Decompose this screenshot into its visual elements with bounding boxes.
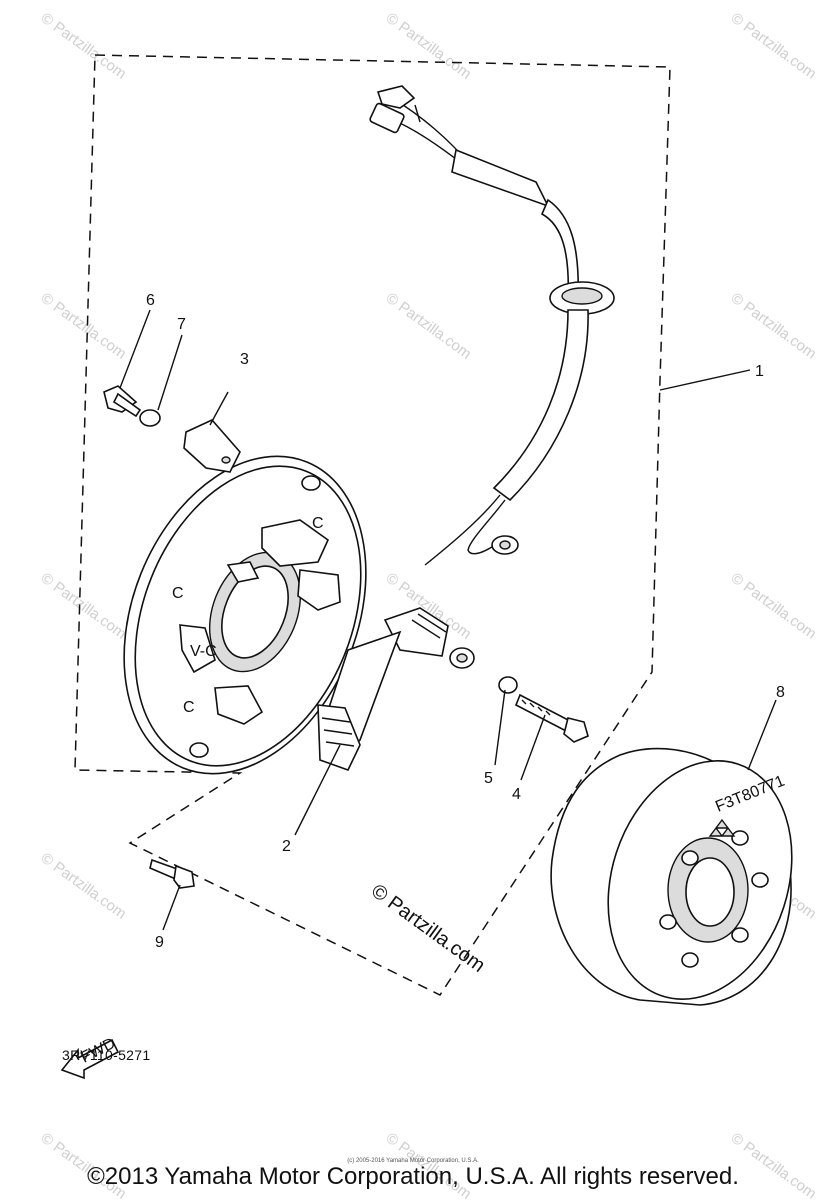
watermark: © Partzilla.com bbox=[383, 9, 475, 82]
callout-7: 7 bbox=[177, 316, 186, 333]
wire-sleeve bbox=[451, 148, 550, 208]
assembly-boundary bbox=[74, 54, 671, 996]
watermark: © Partzilla.com bbox=[38, 9, 130, 82]
callout-5: 5 bbox=[484, 770, 493, 787]
stator-marking: C bbox=[172, 585, 184, 602]
rotor: F3T80771 bbox=[550, 747, 793, 1006]
mount-hole-top bbox=[301, 475, 321, 491]
wire-harness bbox=[369, 85, 615, 566]
copyright: ©2013 Yamaha Motor Corporation, U.S.A. A… bbox=[87, 1163, 739, 1190]
callout-9: 9 bbox=[155, 934, 164, 951]
leader-lines bbox=[119, 309, 777, 931]
watermark: © Partzilla.com bbox=[38, 849, 130, 922]
stator-marking: C bbox=[312, 515, 324, 532]
connector-block bbox=[369, 102, 405, 134]
callout-2: 2 bbox=[282, 838, 291, 855]
watermark: © Partzilla.com bbox=[383, 289, 475, 362]
copyright-small: (c) 2005-2016 Yamaha Motor Corporation, … bbox=[347, 1158, 479, 1164]
mount-hole-bottom bbox=[189, 742, 209, 758]
clamp-3 bbox=[183, 419, 241, 473]
diagram-code: 3RV110-5271 bbox=[62, 1047, 151, 1063]
callout-4: 4 bbox=[512, 786, 521, 803]
washer-5 bbox=[498, 676, 518, 694]
washer-7 bbox=[139, 409, 161, 427]
watermark: © Partzilla.com bbox=[38, 569, 130, 642]
callout-1: 1 bbox=[755, 363, 764, 380]
watermark: © Partzilla.com bbox=[728, 569, 820, 642]
callout-8: 8 bbox=[776, 684, 785, 701]
watermark: © Partzilla.com bbox=[728, 289, 820, 362]
connector-bullet bbox=[376, 85, 416, 109]
watermark: © Partzilla.com bbox=[728, 9, 820, 82]
stator-marking: V-C bbox=[190, 643, 217, 660]
pulser-coil bbox=[317, 607, 449, 771]
watermark: © Partzilla.com bbox=[38, 289, 130, 362]
stator-marking: C bbox=[183, 699, 195, 716]
stator-plate: C C C V-C bbox=[123, 455, 367, 775]
manufacturer-logo bbox=[708, 818, 736, 837]
callout-6: 6 bbox=[146, 292, 155, 309]
callout-3: 3 bbox=[240, 351, 249, 368]
screw-4 bbox=[514, 693, 574, 734]
